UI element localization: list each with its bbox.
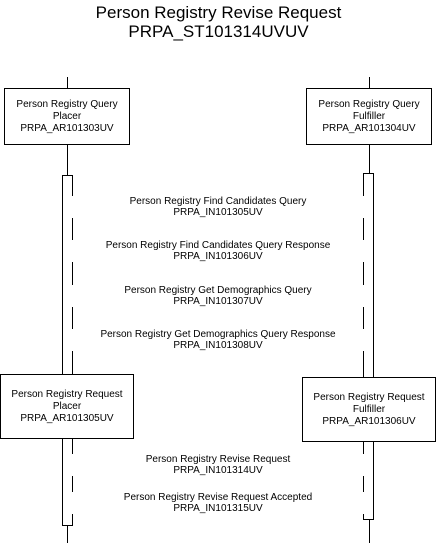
message-6-id: PRPA_IN101315UV <box>68 503 368 514</box>
right-lifeline-middle <box>369 145 370 175</box>
message-label-1: Person Registry Find Candidates Query PR… <box>68 196 368 218</box>
query-fulfiller-box: Person Registry Query Fulfiller PRPA_AR1… <box>306 88 432 145</box>
request-placer-name-line2: Placer <box>52 400 82 412</box>
left-lifeline-middle <box>67 145 68 175</box>
query-fulfiller-name-line2: Fulfiller <box>352 110 386 122</box>
query-placer-box: Person Registry Query Placer PRPA_AR1013… <box>4 88 130 145</box>
request-fulfiller-id: PRPA_AR101306UV <box>322 415 416 427</box>
diagram-title: Person Registry Revise Request <box>95 3 342 22</box>
request-placer-id: PRPA_AR101305UV <box>20 412 114 424</box>
message-2-id: PRPA_IN101306UV <box>68 251 368 262</box>
message-4-name: Person Registry Get Demographics Query R… <box>68 329 368 340</box>
message-1-id: PRPA_IN101305UV <box>68 207 368 218</box>
message-2-name: Person Registry Find Candidates Query Re… <box>68 240 368 251</box>
query-fulfiller-id: PRPA_AR101304UV <box>322 122 416 134</box>
query-placer-name-line1: Person Registry Query <box>16 98 118 110</box>
right-lifeline-bottom <box>369 518 370 543</box>
query-placer-name-line2: Placer <box>52 110 82 122</box>
message-6-name: Person Registry Revise Request Accepted <box>68 492 368 503</box>
left-lifeline-top <box>67 77 68 88</box>
message-label-6: Person Registry Revise Request Accepted … <box>68 492 368 514</box>
message-label-4: Person Registry Get Demographics Query R… <box>68 329 368 351</box>
query-fulfiller-name-line1: Person Registry Query <box>318 98 420 110</box>
message-3-id: PRPA_IN101307UV <box>68 296 368 307</box>
request-placer-name-line1: Person Registry Request <box>11 388 123 400</box>
message-4-id: PRPA_IN101308UV <box>68 340 368 351</box>
right-lifeline-top <box>369 77 370 88</box>
message-1-name: Person Registry Find Candidates Query <box>68 196 368 207</box>
request-fulfiller-name-line1: Person Registry Request <box>313 391 425 403</box>
left-lifeline-bottom <box>67 520 68 543</box>
message-5-id: PRPA_IN101314UV <box>68 465 368 476</box>
message-3-name: Person Registry Get Demographics Query <box>68 285 368 296</box>
request-fulfiller-name-line2: Fulfiller <box>352 403 386 415</box>
request-fulfiller-box: Person Registry Request Fulfiller PRPA_A… <box>302 377 436 442</box>
message-label-2: Person Registry Find Candidates Query Re… <box>68 240 368 262</box>
query-placer-id: PRPA_AR101303UV <box>20 122 114 134</box>
message-label-5: Person Registry Revise Request PRPA_IN10… <box>68 454 368 476</box>
diagram-subtitle: PRPA_ST101314UVUV <box>128 22 309 41</box>
request-placer-box: Person Registry Request Placer PRPA_AR10… <box>0 374 134 439</box>
message-5-name: Person Registry Revise Request <box>68 454 368 465</box>
message-label-3: Person Registry Get Demographics Query P… <box>68 285 368 307</box>
